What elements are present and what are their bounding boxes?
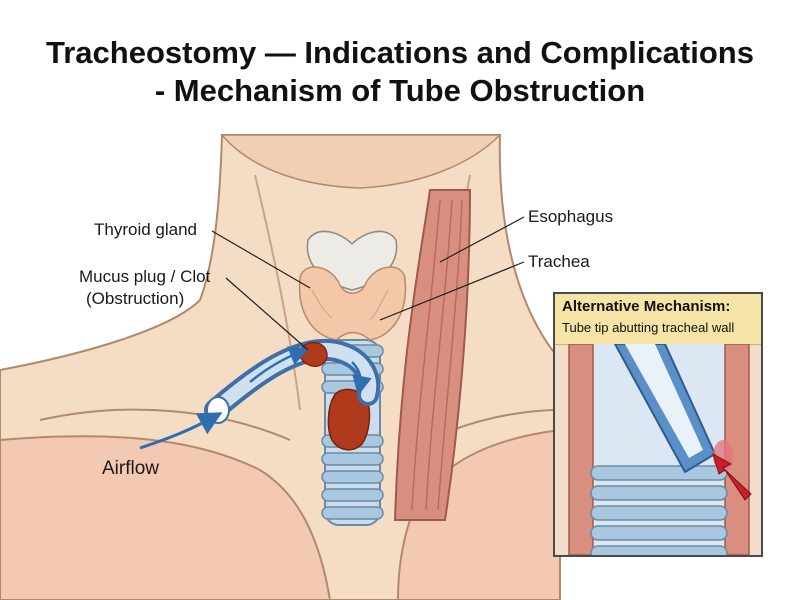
inset-wall-left xyxy=(568,344,594,555)
chin-shadow xyxy=(220,134,502,189)
leader-mucus xyxy=(225,277,309,351)
leader-trachea xyxy=(379,261,525,321)
airflow-arrow-down xyxy=(351,361,372,396)
inset-trachea-rings xyxy=(590,465,728,555)
label-thyroid-gland: Thyroid gland xyxy=(94,220,198,239)
label-trachea: Trachea xyxy=(528,252,590,271)
label-mucus-plug: Mucus plug / Clot xyxy=(79,267,211,286)
label-airflow: Airflow xyxy=(102,458,160,479)
inset-subtitle: Tube tip abutting tracheal wall xyxy=(562,320,735,335)
esophagus-striation-3 xyxy=(437,199,463,511)
neck-muscle-left xyxy=(254,174,301,411)
chest-skin xyxy=(0,435,332,600)
airflow-arrow xyxy=(139,412,223,450)
leader-thyroid xyxy=(211,230,311,289)
page-title: Tracheostomy — Indications and Complicat… xyxy=(46,35,754,70)
label-obstruction: (Obstruction) xyxy=(86,289,185,308)
inset-red-arrow xyxy=(712,452,752,501)
alternative-mechanism-inset: Alternative Mechanism: Tube tip abutting… xyxy=(553,292,763,557)
airflow-arrow-in-tube xyxy=(249,346,310,383)
leader-esophagus xyxy=(439,216,525,263)
inset-illustration xyxy=(568,344,752,555)
page-subtitle: - Mechanism of Tube Obstruction xyxy=(154,73,646,108)
esophagus-striation-1 xyxy=(411,199,441,511)
label-esophagus: Esophagus xyxy=(528,207,614,226)
clavicle-left xyxy=(39,408,291,441)
inset-title: Alternative Mechanism: xyxy=(562,298,731,315)
inset-tube-lumen xyxy=(625,344,703,458)
esophagus-striation-2 xyxy=(425,199,453,511)
thyroid-lobule-texture xyxy=(311,289,389,321)
inset-header: Alternative Mechanism: Tube tip abutting… xyxy=(555,294,761,345)
